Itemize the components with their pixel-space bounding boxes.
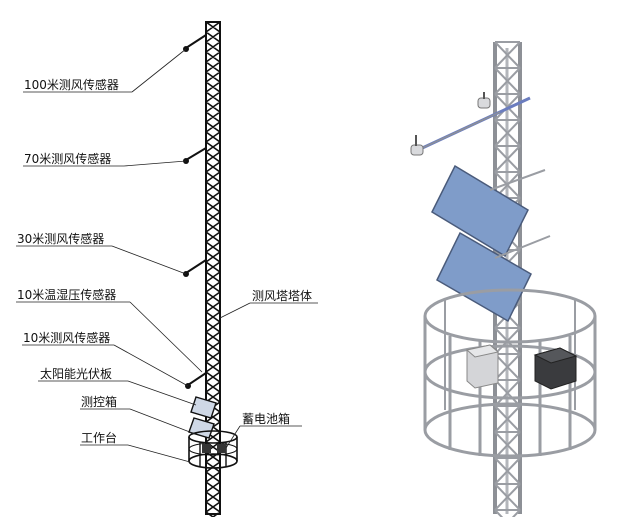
leader-lines — [16, 48, 318, 463]
boom-30m — [183, 259, 207, 277]
render-battery-box — [533, 347, 578, 390]
label-10m-wind-sensor: 10米测风传感器 — [23, 330, 110, 345]
render-platform — [423, 288, 597, 458]
label-10m-thp-sensor: 10米温湿压传感器 — [17, 287, 116, 302]
label-tower-body: 测风塔塔体 — [252, 289, 312, 303]
boom-100m — [183, 34, 207, 52]
label-control-box: 测控箱 — [81, 394, 117, 409]
label-solar-panel: 太阳能光伏板 — [40, 366, 112, 381]
label-battery-box: 蓄电池箱 — [242, 411, 290, 426]
boom-70m — [183, 147, 207, 164]
label-70m-wind-sensor: 70米测风传感器 — [24, 151, 111, 166]
left-tower-schematic: 100米测风传感器 70米测风传感器 30米测风传感器 10米温湿压传感器 10… — [16, 21, 318, 517]
label-100m-wind-sensor: 100米测风传感器 — [24, 77, 119, 92]
render-sensor-boom — [410, 92, 531, 156]
render-control-box — [465, 344, 500, 389]
boom-10m — [185, 372, 207, 389]
work-platform — [188, 430, 238, 469]
label-platform: 工作台 — [81, 430, 117, 445]
label-30m-wind-sensor: 30米测风传感器 — [17, 231, 104, 246]
right-tower-render — [410, 41, 597, 517]
render-solar-panels — [431, 164, 551, 323]
